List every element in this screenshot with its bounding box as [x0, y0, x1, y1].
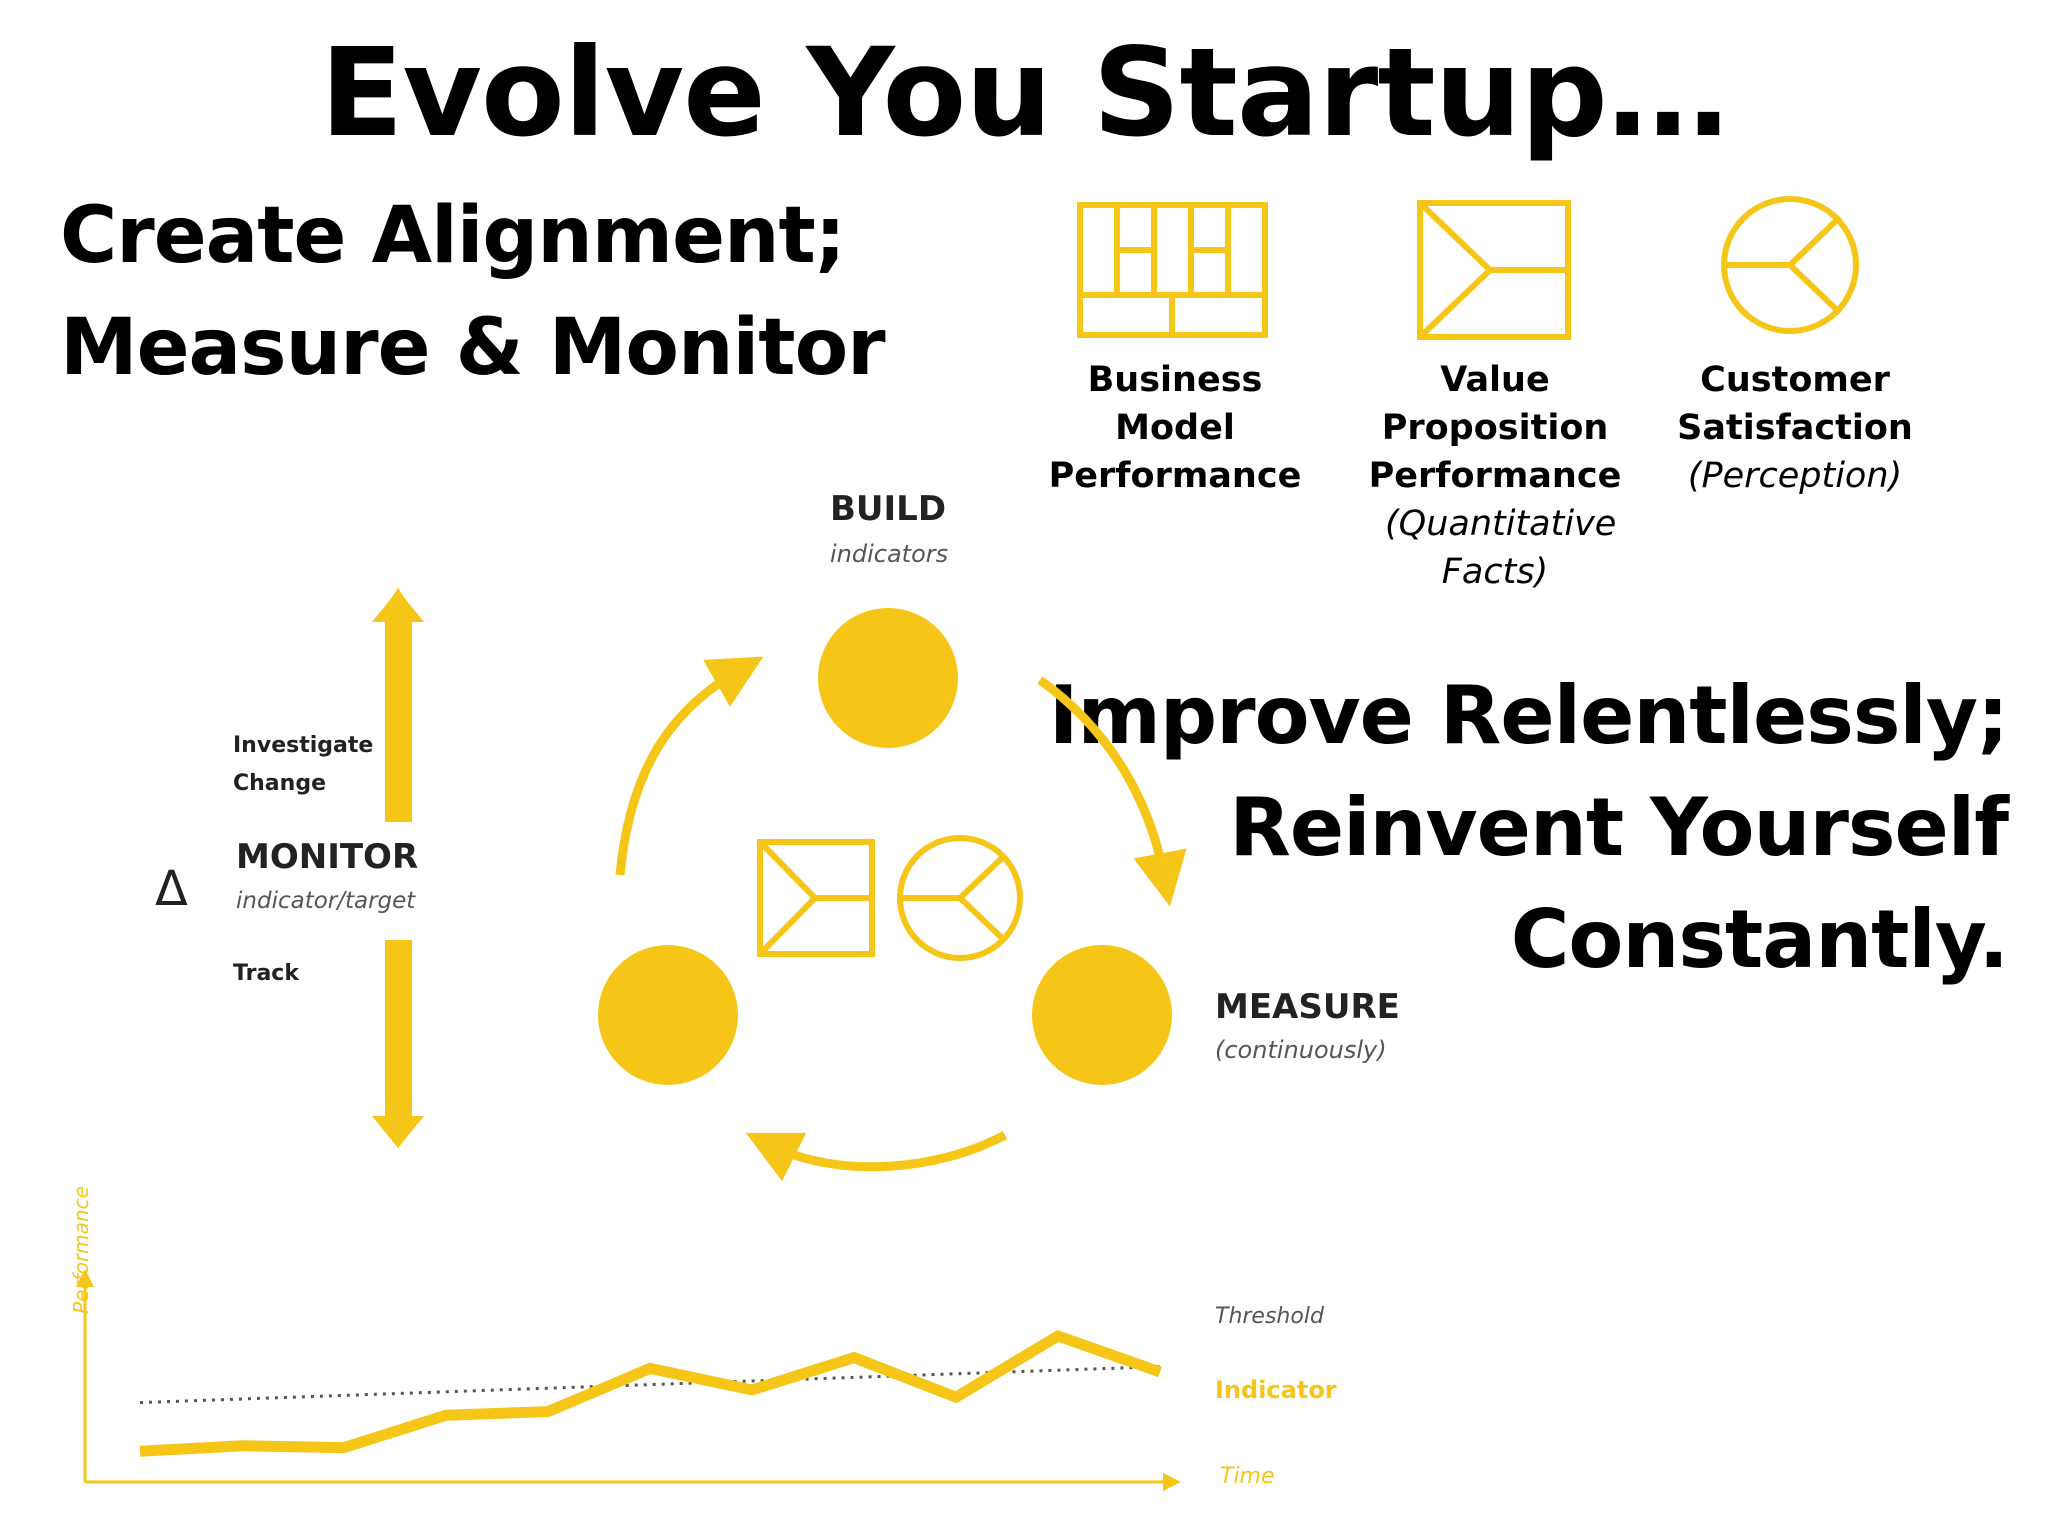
build-label: BUILD — [830, 489, 946, 529]
monitor-down-bar — [385, 940, 412, 1120]
canvas-icons-row — [1077, 196, 1859, 340]
center-value-proposition-icon — [757, 839, 875, 957]
arrow-to-measure — [1037, 676, 1187, 907]
value-proposition-canvas-icon — [1417, 200, 1571, 340]
arrow-to-build — [615, 656, 764, 876]
monitor-label: MONITOR — [236, 837, 418, 877]
monitor-sublabel: indicator/target — [236, 888, 416, 914]
monitor-up-bar — [385, 612, 412, 822]
x-axis-label: Time — [1220, 1464, 1275, 1489]
page-title: Evolve You Startup… — [320, 22, 1729, 164]
performance-graph: Performance Threshold Indicator Time — [69, 1186, 1337, 1491]
build-sublabel: indicators — [830, 540, 948, 568]
y-axis-label: Performance — [69, 1186, 93, 1314]
change-label: Change — [233, 771, 326, 796]
left-heading-line1: Create Alignment; — [60, 191, 846, 281]
build-node — [818, 608, 958, 748]
build-measure-monitor-diagram: BUILD indicators MEASURE (continuously) … — [69, 489, 1400, 1491]
indicator-label: Indicator — [1215, 1376, 1337, 1404]
caption-value-proposition: Value Proposition Performance (Quantitat… — [1368, 360, 1622, 592]
measure-node — [1032, 945, 1172, 1085]
measure-sublabel: (continuously) — [1215, 1036, 1387, 1064]
threshold-label: Threshold — [1215, 1304, 1325, 1329]
monitor-up-arrowhead-tip — [372, 590, 424, 622]
right-heading-line2: Reinvent Yourself — [1229, 781, 2009, 874]
right-heading: Improve Relentlessly; Reinvent Yourself … — [1048, 660, 2009, 996]
left-heading-line2: Measure & Monitor — [60, 303, 886, 393]
investigate-label: Investigate — [233, 733, 373, 758]
indicator-line — [139, 1329, 1162, 1457]
monitor-down-arrowhead — [372, 1116, 424, 1148]
caption-business-model: Business Model Performance — [1048, 360, 1302, 496]
center-customer-icon — [897, 835, 1023, 961]
track-label: Track — [233, 961, 300, 986]
learn-node — [598, 945, 738, 1085]
caption-customer-satisfaction: Customer Satisfaction (Perception) — [1677, 360, 1913, 496]
business-model-canvas-icon — [1077, 202, 1268, 338]
customer-satisfaction-icon — [1721, 196, 1859, 334]
measure-label: MEASURE — [1215, 987, 1400, 1027]
arrow-to-learn — [745, 1131, 1008, 1182]
right-heading-line3: Constantly. — [1510, 893, 2009, 986]
right-heading-line1: Improve Relentlessly; — [1048, 669, 2009, 762]
delta-icon: Δ — [155, 861, 188, 917]
left-heading: Create Alignment; Measure & Monitor — [60, 180, 886, 404]
